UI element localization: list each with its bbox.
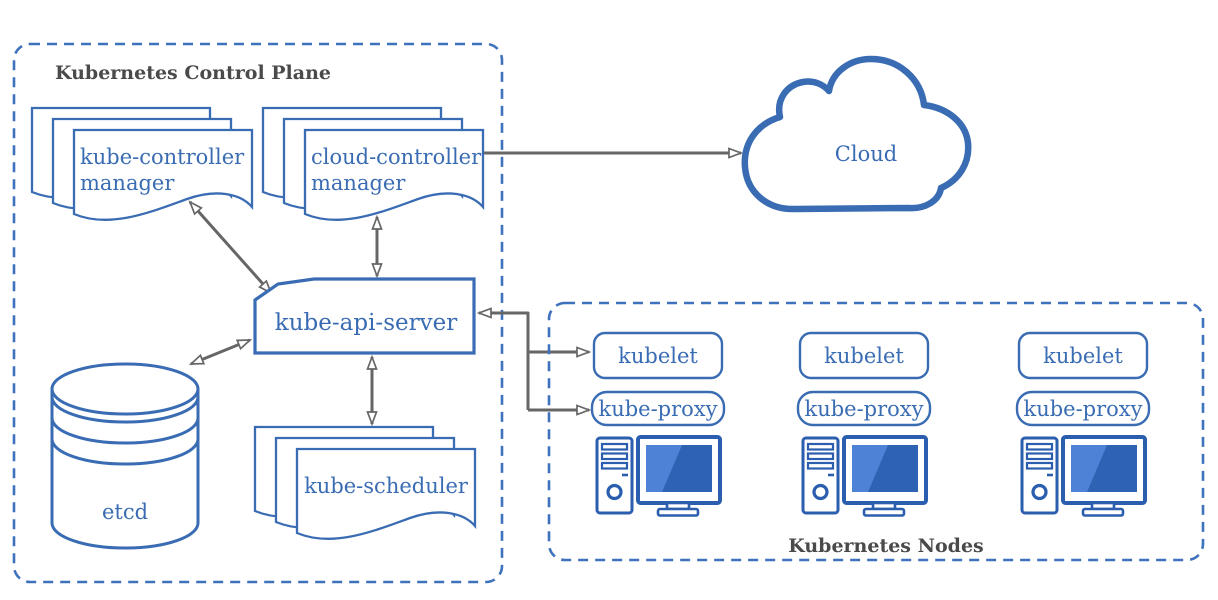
etcd-label: etcd (102, 500, 148, 524)
kube-api-server-label: kube-api-server (275, 310, 457, 336)
kube-scheduler-label: kube-scheduler (304, 474, 469, 498)
cloud-label: Cloud (835, 142, 897, 166)
arrow-etcd-apiserver (188, 338, 253, 366)
nodes-box (547, 301, 1205, 562)
kubelet-label: kubelet (618, 344, 698, 368)
kube-proxy-box (1015, 390, 1151, 427)
control-plane-title: Kubernetes Control Plane (55, 62, 331, 84)
kubelet-box (592, 331, 724, 380)
kube-proxy-label: kube-proxy (598, 397, 717, 421)
node-1: kubelet kube-proxy (590, 331, 726, 518)
kube-controller-manager: kube-controller manager (32, 108, 252, 220)
kube-api-server: kube-api-server (253, 277, 476, 355)
nodes-title: Kubernetes Nodes (788, 535, 983, 557)
kube-controller-manager-label-line1: kube-controller (80, 145, 245, 169)
cloud-shape-icon (741, 55, 972, 213)
kube-proxy-label: kube-proxy (1023, 397, 1142, 421)
kube-proxy-label: kube-proxy (804, 397, 923, 421)
arrow-kcm-apiserver (188, 200, 273, 295)
kubelet-label: kubelet (824, 344, 904, 368)
node-3: kubelet kube-proxy (1015, 331, 1151, 518)
cloud: Cloud (741, 55, 972, 213)
kubelet-label: kubelet (1043, 344, 1123, 368)
etcd: etcd (50, 362, 200, 550)
kube-proxy-box (796, 390, 932, 427)
connector-arrows (188, 147, 744, 427)
cloud-controller-manager: cloud-controller manager (263, 108, 483, 220)
kube-proxy-box (590, 390, 726, 427)
database-cylinder-icon (50, 389, 200, 550)
api-server-shape (253, 277, 476, 355)
kube-scheduler: kube-scheduler (255, 427, 475, 539)
cloud-controller-manager-label-line1: cloud-controller (311, 145, 482, 169)
arrow-nodes-to-apiserver (476, 307, 530, 410)
kubelet-box (1017, 331, 1149, 380)
node-2: kubelet kube-proxy (796, 331, 932, 518)
cloud-controller-manager-label-line2: manager (311, 171, 406, 195)
kubelet-box (798, 331, 930, 380)
kube-controller-manager-label-line2: manager (80, 171, 175, 195)
